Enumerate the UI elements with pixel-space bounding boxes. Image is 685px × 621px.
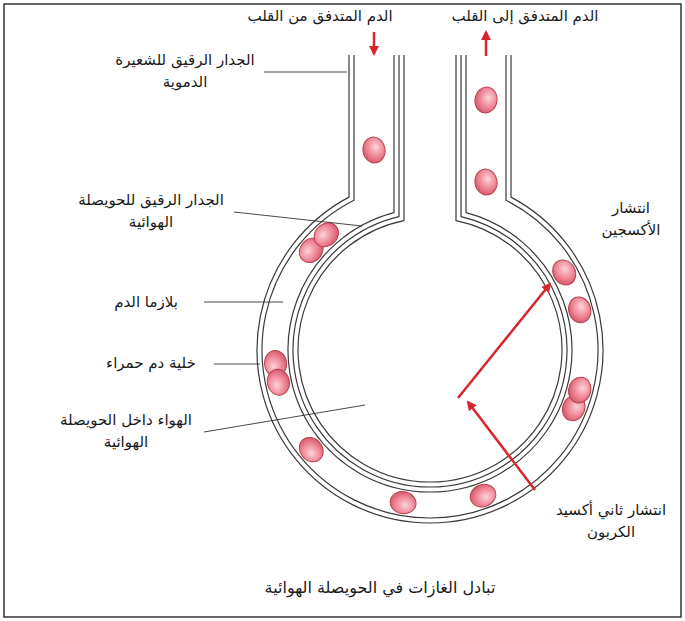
red-blood-cell xyxy=(548,256,580,290)
part-label: خلية دم حمراء xyxy=(90,353,212,375)
capillary-wall xyxy=(262,55,598,518)
diffusion-arrow xyxy=(468,402,535,490)
flow-arrow xyxy=(485,32,488,56)
leader-line xyxy=(204,405,365,432)
leader-line xyxy=(234,212,362,226)
diffusion-arrow xyxy=(458,284,550,398)
flow-label: الدم المتدفق من القلب xyxy=(235,6,405,28)
red-blood-cell xyxy=(566,294,594,325)
red-blood-cell xyxy=(473,167,499,196)
red-blood-cell xyxy=(361,135,387,164)
red-blood-cell xyxy=(473,85,499,114)
part-label: الجدار الرقيق للحويصلة الهوائية xyxy=(70,190,232,234)
process-label: انتشار ثاني أكسيد الكربون xyxy=(545,500,677,544)
caption: تبادل الغازات في الحويصلة الهوائية xyxy=(120,576,640,599)
red-blood-cell xyxy=(265,367,292,397)
flow-label: الدم المتدفق إلى القلب xyxy=(440,6,610,28)
part-label: الجدار الرقيق للشعيرة الدموية xyxy=(110,50,260,94)
alveolus-wall xyxy=(293,55,567,487)
red-blood-cell xyxy=(467,481,499,511)
capillary-wall xyxy=(257,55,603,523)
red-blood-cell xyxy=(388,490,417,516)
flow-arrow xyxy=(373,32,376,54)
red-blood-cell xyxy=(294,433,328,467)
frame xyxy=(4,4,681,617)
leader-line xyxy=(214,364,260,365)
alveolus-wall xyxy=(298,55,562,482)
leader-line xyxy=(204,302,283,303)
red-blood-cell xyxy=(566,375,594,406)
leader-line xyxy=(264,72,347,73)
process-label: انتشار الأكسجين xyxy=(585,198,677,242)
part-label: الهواء داخل الحويصلة الهوائية xyxy=(50,410,202,454)
alveolus-wall xyxy=(288,55,572,492)
part-label: بلازما الدم xyxy=(90,292,202,314)
